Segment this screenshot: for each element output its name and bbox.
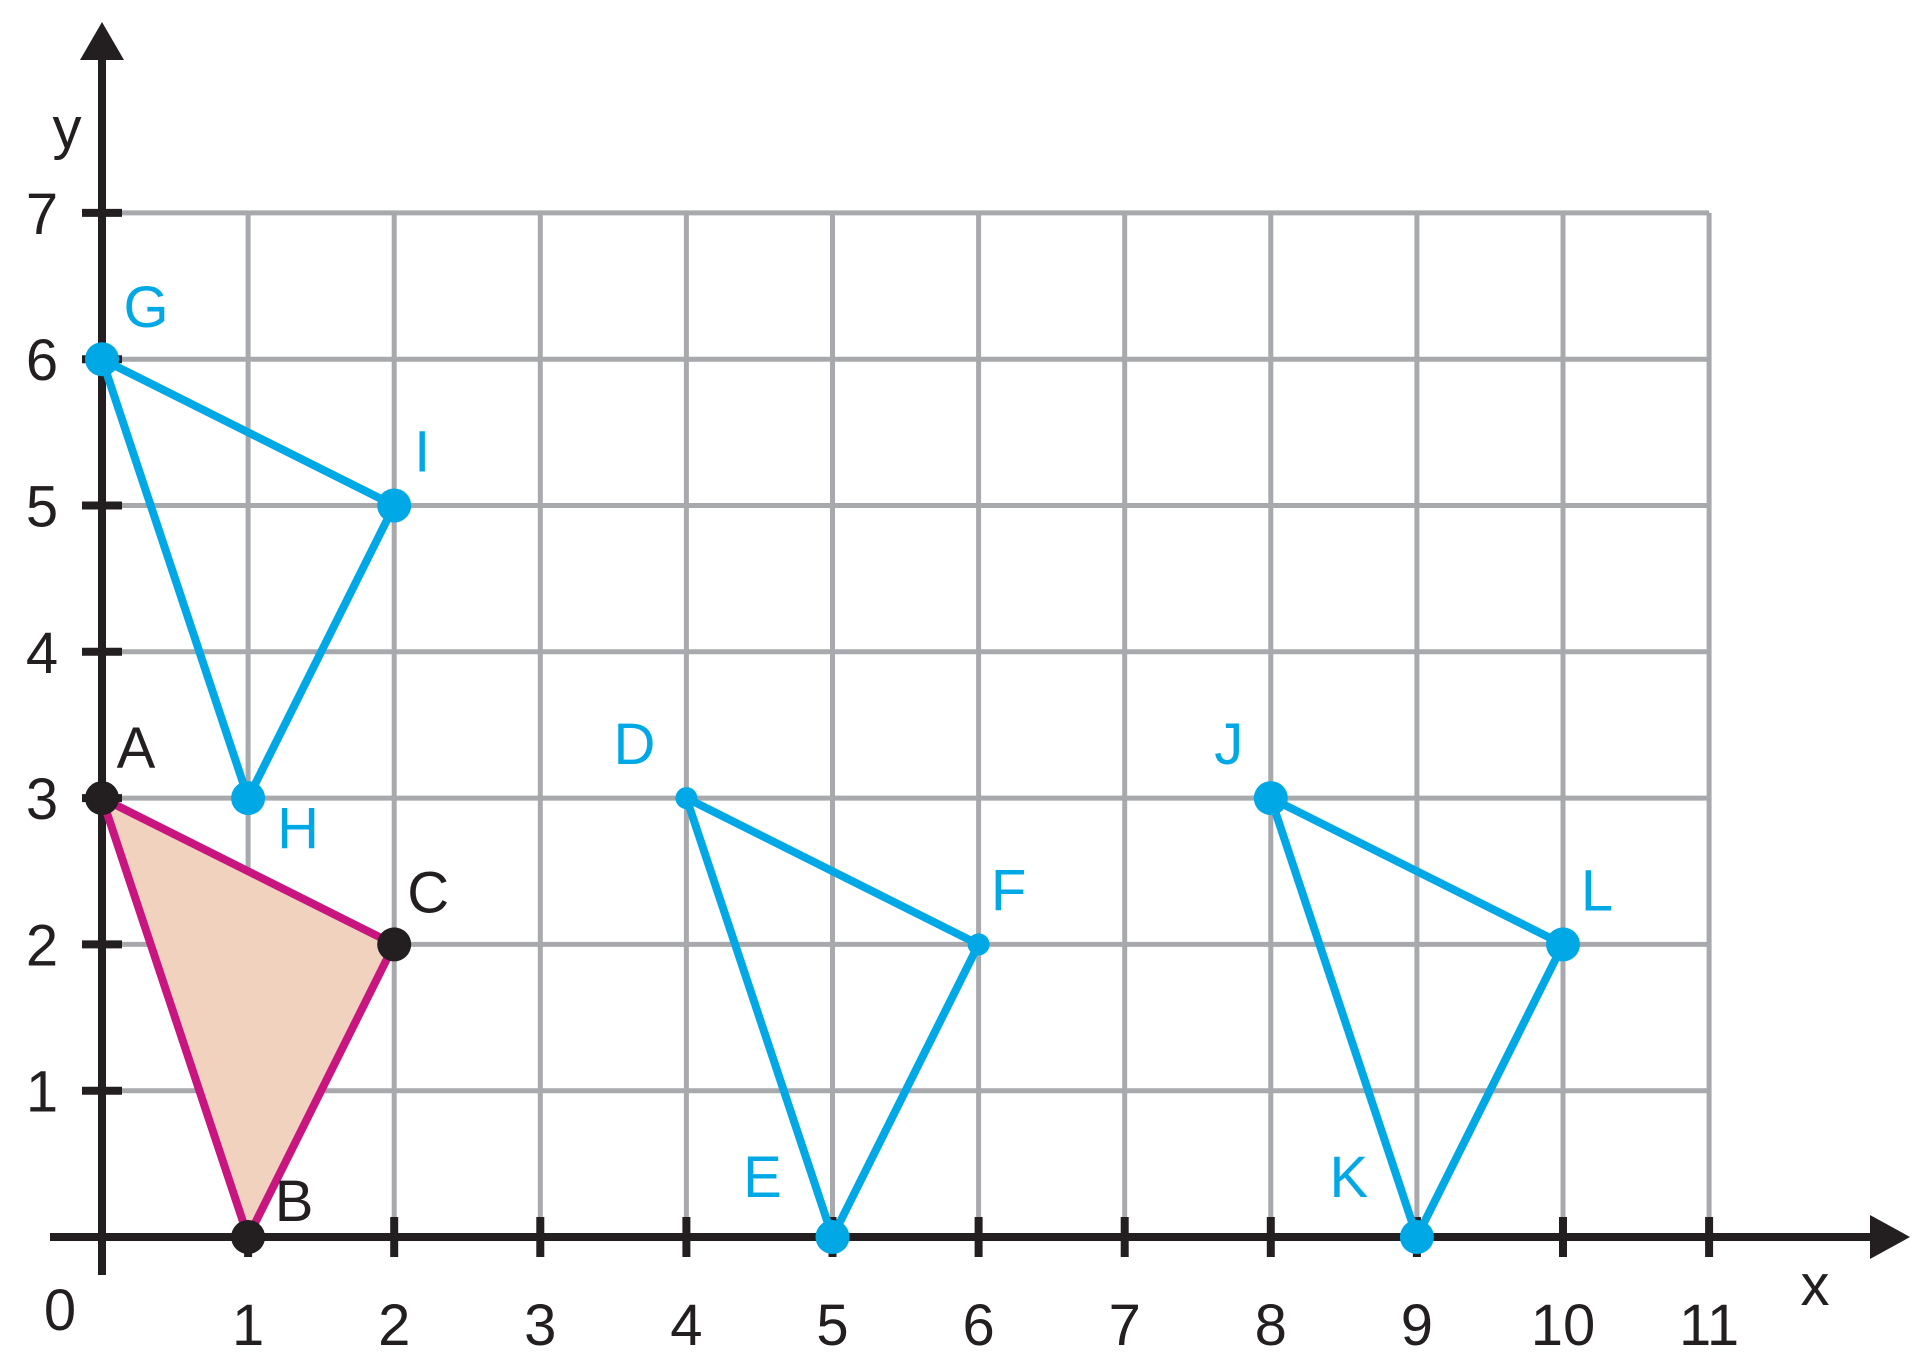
vertex-point-l (1546, 927, 1580, 962)
triangles (98, 355, 1567, 1241)
vertex-label-a: A (117, 716, 156, 781)
vertex-label-f: F (991, 858, 1026, 923)
vertex-label-g: G (123, 275, 168, 340)
y-tick-label: 4 (26, 621, 58, 686)
y-tick-label: 6 (26, 328, 58, 393)
vertex-point-i (377, 488, 412, 523)
vertex-point-h (231, 781, 266, 816)
axes: x y 0 (44, 22, 1910, 1343)
vertex-point-c (377, 927, 412, 962)
vertex-point-a (85, 781, 119, 816)
vertex-point-e (815, 1220, 850, 1254)
x-tick-label: 4 (670, 1293, 702, 1358)
y-tick-label: 1 (26, 1060, 58, 1125)
triangle-ghi (98, 355, 399, 803)
vertex-label-i: I (414, 420, 430, 485)
y-tick-label: 5 (26, 475, 58, 540)
x-tick-label: 9 (1401, 1293, 1433, 1358)
x-tick-label: 7 (1109, 1293, 1141, 1358)
vertex-label-l: L (1581, 858, 1613, 923)
vertex-label-h: H (277, 796, 319, 861)
y-axis-arrow (80, 22, 124, 60)
x-tick-label: 2 (378, 1293, 410, 1358)
vertex-label-c: C (407, 860, 449, 925)
vertex-label-j: J (1214, 712, 1243, 777)
vertex-label-k: K (1330, 1145, 1369, 1210)
vertex-label-b: B (275, 1169, 314, 1234)
vertices (85, 342, 1580, 1254)
vertex-label-d: D (613, 712, 655, 777)
x-tick-label: 8 (1255, 1293, 1287, 1358)
triangle-jkl (1266, 794, 1567, 1241)
triangle-abc (98, 794, 399, 1241)
y-tick-label: 3 (26, 767, 58, 832)
triangle-def (682, 794, 983, 1241)
x-axis-label: x (1801, 1253, 1830, 1318)
y-tick-label: 2 (26, 913, 58, 978)
origin-label: 0 (44, 1278, 76, 1343)
x-tick-label: 3 (524, 1293, 556, 1358)
x-tick-label: 11 (1679, 1293, 1739, 1358)
vertex-point-g (85, 342, 119, 377)
x-tick-label: 6 (962, 1293, 994, 1358)
grid (102, 210, 1712, 1237)
vertex-point-k (1399, 1220, 1434, 1254)
vertex-point-f (967, 933, 990, 956)
y-tick-label: 7 (26, 182, 58, 247)
vertex-labels: A B C D E F G H I J K L (117, 275, 1613, 1234)
vertex-label-e: E (743, 1145, 782, 1210)
tick-marks (82, 208, 1714, 1257)
x-tick-label: 10 (1531, 1293, 1596, 1358)
x-tick-label: 1 (232, 1293, 264, 1358)
y-axis-label: y (53, 96, 82, 161)
x-axis-arrow (1870, 1215, 1910, 1259)
vertex-point-b (231, 1220, 266, 1254)
vertex-point-j (1253, 781, 1288, 816)
vertex-point-d (675, 787, 698, 810)
x-tick-label: 5 (816, 1293, 848, 1358)
